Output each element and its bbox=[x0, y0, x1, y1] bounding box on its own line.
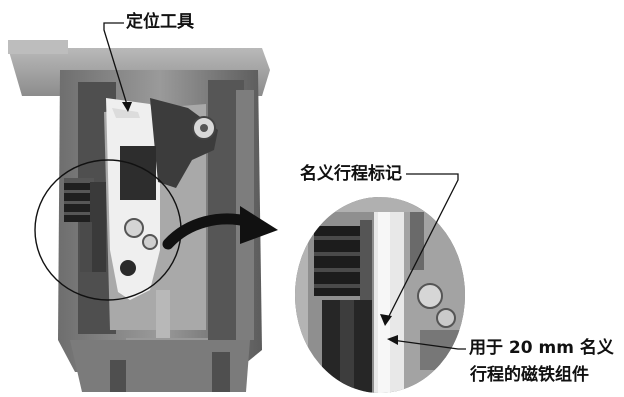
leader-magnet-assembly bbox=[391, 339, 466, 350]
label-magnet-assembly-line2: 行程的磁铁组件 bbox=[470, 365, 589, 385]
magnet-assembly bbox=[64, 178, 106, 272]
zoom-photo bbox=[295, 197, 465, 393]
label-magnet-assembly-line1: 用于 20 mm 名义 bbox=[469, 338, 614, 358]
fitting bbox=[120, 260, 136, 276]
label-positioning-tool: 定位工具 bbox=[126, 12, 194, 32]
lower-stem bbox=[156, 290, 170, 352]
curved-arrow bbox=[162, 206, 278, 250]
label-nominal-stroke-mark: 名义行程标记 bbox=[300, 164, 402, 184]
bolt bbox=[142, 234, 158, 250]
top-plate-edge bbox=[8, 40, 68, 54]
bolt bbox=[124, 218, 144, 238]
leader-positioning-tool bbox=[103, 22, 129, 109]
leader-lines bbox=[103, 22, 466, 350]
leader-nominal-mark bbox=[385, 173, 459, 323]
